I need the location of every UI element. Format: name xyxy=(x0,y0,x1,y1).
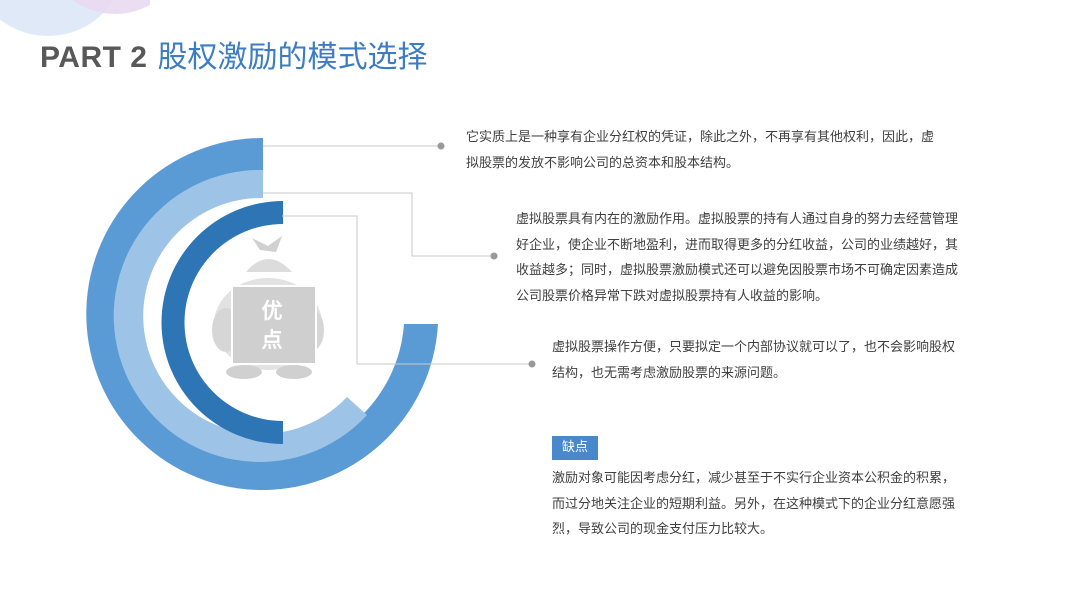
middle-ring xyxy=(113,169,367,462)
icon-label-line1: 优 xyxy=(262,299,283,323)
connector-2 xyxy=(263,192,492,257)
bag-mascot-icon xyxy=(212,236,324,379)
advantage-text-3: 虚拟股票操作方便，只要拟定一个内部协议就可以了，也不会影响股权结构，也无需考虑激… xyxy=(552,340,956,381)
connector-3 xyxy=(282,215,530,365)
connector-dot-3 xyxy=(528,360,536,368)
page-title: PART 2 股权激励的模式选择 xyxy=(40,34,427,82)
icon-label-line2: 点 xyxy=(262,328,283,352)
disadvantage-badge: 缺点 xyxy=(552,436,598,460)
advantage-text-1: 它实质上是一种享有企业分红权的凭证，除此之外，不再享有其他权利，因此，虚拟股票的… xyxy=(466,130,935,171)
connector-dot-1 xyxy=(437,142,445,150)
advantage-text-2: 虚拟股票具有内在的激励作用。虚拟股票的持有人通过自身的努力去经营管理好企业，使企… xyxy=(516,212,959,304)
title-text: 股权激励的模式选择 xyxy=(157,40,428,75)
disadvantage-text: 激励对象可能因考虑分红，减少甚至于不实行企业资本公积金的积累，而过分地关注企业的… xyxy=(552,471,956,537)
inner-ring xyxy=(161,201,283,444)
part-label: PART 2 xyxy=(40,41,148,74)
connector-dot-2 xyxy=(490,252,498,260)
